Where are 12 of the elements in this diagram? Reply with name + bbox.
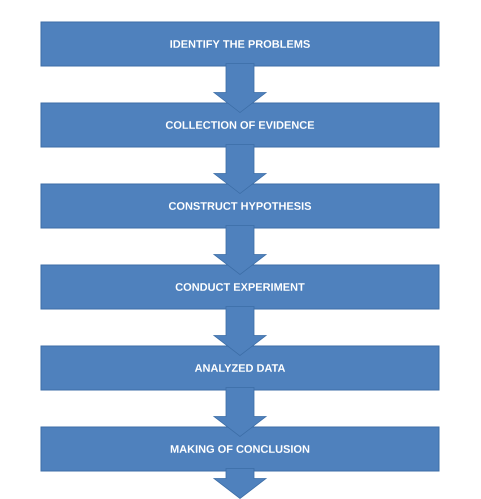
process-box: ANALYZED DATA [40,346,440,390]
process-box: CONSTRUCT HYPOTHESIS [40,184,440,228]
process-box: CONDUCT EXPERIMENT [40,264,440,310]
arrow [212,63,268,114]
process-box: IDENTIFY THE PROBLEMS [40,22,440,66]
process-box: COLLECTION OF EVIDENCE [40,102,440,148]
arrow [212,468,268,499]
arrow [212,306,268,356]
arrow [212,144,268,194]
arrow [212,387,268,437]
arrow [212,225,268,275]
process-box: MAKING OF CONCLUSION [40,426,440,472]
